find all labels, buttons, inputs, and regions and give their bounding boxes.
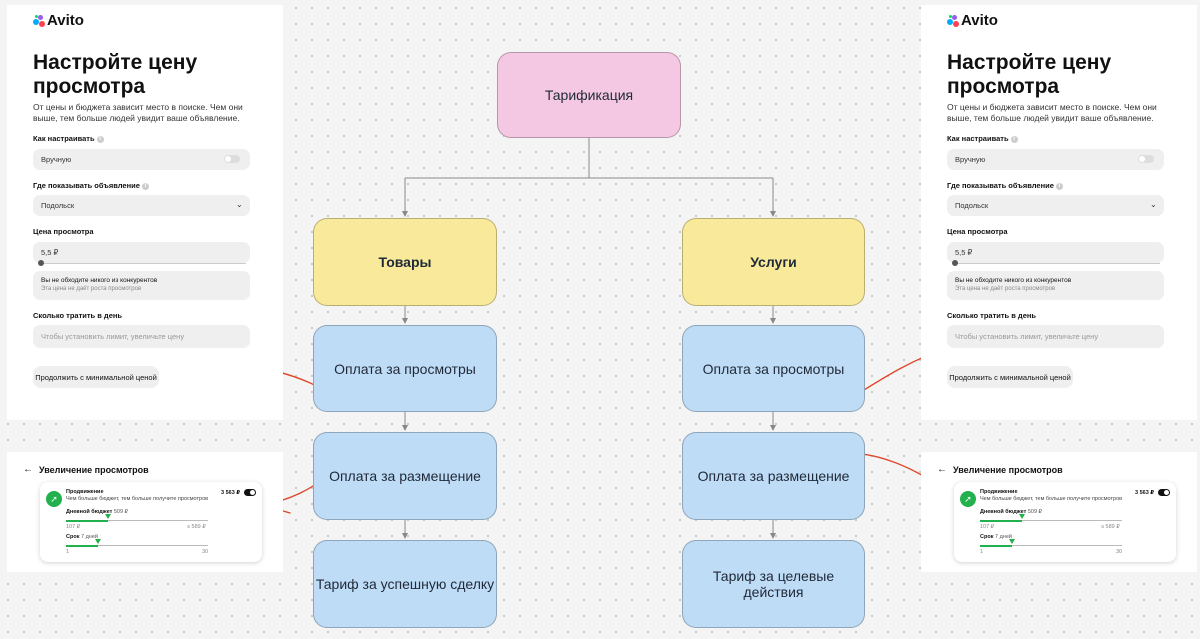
how-field[interactable]: Вручную	[33, 149, 250, 170]
spend-input[interactable]: Чтобы установить лимит, увеличьте цену	[33, 325, 250, 348]
avito-logo-icon	[33, 14, 45, 27]
budget-label: Дневной бюджет 509 ₽	[980, 509, 1043, 515]
duration-slider-knob[interactable]	[1009, 539, 1015, 544]
duration-label: Срок 7 дней	[980, 534, 1012, 540]
hint-text: Эта цена не даёт роста просмотров	[41, 286, 142, 292]
city-select[interactable]: Подольск	[33, 195, 250, 216]
budget-slider-knob[interactable]	[1019, 514, 1025, 519]
continue-button[interactable]: Продолжить с минимальной ценой	[33, 366, 159, 388]
duration-min: 1	[66, 549, 70, 555]
price-field[interactable]: 5,5 ₽	[33, 242, 250, 263]
duration-min: 1	[980, 549, 984, 555]
rocket-icon: ➚	[46, 491, 62, 507]
spend-label: Сколько тратить в день	[947, 311, 1037, 320]
arrow-left-icon[interactable]: ←	[23, 464, 33, 475]
budget-slider-fill	[980, 519, 1022, 522]
settings-panel-right: Avito Настройте цену просмотра От цены и…	[921, 5, 1197, 420]
price-slider-knob[interactable]	[38, 260, 44, 266]
price-slider-track[interactable]	[955, 263, 1160, 264]
spend-input[interactable]: Чтобы установить лимит, увеличьте цену	[947, 325, 1164, 348]
node-branch-goods: Товары	[313, 218, 497, 306]
budget-max: ≤ 589 ₽	[187, 524, 206, 530]
node-root-tariffication: Тарификация	[497, 52, 681, 138]
node-goods-deal: Тариф за успешную сделку	[313, 540, 497, 628]
duration-max: 30	[202, 549, 209, 555]
promo-panel-right: ← Увеличение просмотров ➚ Продвижение Че…	[921, 452, 1197, 572]
node-services-target-actions: Тариф за целевые действия	[682, 540, 865, 628]
promo-card-title: Продвижение	[66, 489, 104, 495]
page-subtitle: От цены и бюджета зависит место в поиске…	[947, 102, 1157, 123]
duration-label: Срок 7 дней	[66, 534, 98, 540]
duration-slider-fill	[66, 544, 98, 547]
node-services-placement: Оплата за размещение	[682, 432, 865, 520]
budget-min: 107 ₽	[980, 524, 995, 530]
page-subtitle: От цены и бюджета зависит место в поиске…	[33, 102, 243, 123]
page-title: Настройте цену просмотра	[33, 51, 198, 98]
promo-switch[interactable]	[244, 489, 256, 496]
budget-slider-fill	[66, 519, 108, 522]
promo-header: ← Увеличение просмотров	[937, 464, 1063, 475]
competition-hint: Вы не обходите никого из конкурентов Эта…	[947, 271, 1164, 300]
info-icon[interactable]: i	[1055, 182, 1063, 190]
hint-text: Эта цена не даёт роста просмотров	[955, 286, 1056, 292]
promo-amount: 3 563 ₽	[1135, 490, 1155, 496]
budget-min: 107 ₽	[66, 524, 81, 530]
avito-logo: Avito	[947, 12, 998, 29]
promo-panel-left: ← Увеличение просмотров ➚ Продвижение Че…	[7, 452, 283, 572]
competition-hint: Вы не обходите никого из конкурентов Эта…	[33, 271, 250, 300]
duration-slider-knob[interactable]	[95, 539, 101, 544]
info-icon[interactable]: i	[141, 182, 149, 190]
node-goods-views: Оплата за просмотры	[313, 325, 497, 412]
rocket-icon: ➚	[960, 491, 976, 507]
arrow-left-icon[interactable]: ←	[937, 464, 947, 475]
budget-slider-knob[interactable]	[105, 514, 111, 519]
duration-slider-fill	[980, 544, 1012, 547]
budget-max: ≤ 589 ₽	[1101, 524, 1120, 530]
duration-max: 30	[1116, 549, 1123, 555]
continue-button[interactable]: Продолжить с минимальной ценой	[947, 366, 1073, 388]
spend-label: Сколько тратить в день	[33, 311, 123, 320]
settings-panel-left: Avito Настройте цену просмотра От цены и…	[7, 5, 283, 420]
price-slider-track[interactable]	[41, 263, 246, 264]
budget-label: Дневной бюджет 509 ₽	[66, 509, 129, 515]
how-field[interactable]: Вручную	[947, 149, 1164, 170]
node-services-views: Оплата за просмотры	[682, 325, 865, 412]
hint-title: Вы не обходите никого из конкурентов	[41, 277, 158, 284]
page-title: Настройте цену просмотра	[947, 51, 1112, 98]
price-slider-knob[interactable]	[952, 260, 958, 266]
promo-card-subtitle: Чем больше бюджет, тем больше получите п…	[66, 496, 209, 502]
promo-card: ➚ Продвижение Чем больше бюджет, тем бол…	[954, 482, 1176, 562]
hint-title: Вы не обходите никого из конкурентов	[955, 277, 1072, 284]
manual-toggle[interactable]	[1138, 155, 1154, 163]
duration-slider-track[interactable]	[66, 545, 208, 546]
node-goods-placement: Оплата за размещение	[313, 432, 497, 520]
promo-amount: 3 563 ₽	[221, 490, 241, 496]
price-field[interactable]: 5,5 ₽	[947, 242, 1164, 263]
promo-switch[interactable]	[1158, 489, 1170, 496]
chevron-down-icon: ⌄	[236, 200, 243, 209]
price-label: Цена просмотра	[33, 227, 94, 236]
city-select[interactable]: Подольск	[947, 195, 1164, 216]
chevron-down-icon: ⌄	[1150, 200, 1157, 209]
price-label: Цена просмотра	[947, 227, 1008, 236]
promo-card: ➚ Продвижение Чем больше бюджет, тем бол…	[40, 482, 262, 562]
budget-slider-track[interactable]	[66, 520, 208, 521]
avito-logo-icon	[947, 14, 959, 27]
promo-card-subtitle: Чем больше бюджет, тем больше получите п…	[980, 496, 1123, 502]
budget-slider-track[interactable]	[980, 520, 1122, 521]
avito-logo: Avito	[33, 12, 84, 29]
node-branch-services: Услуги	[682, 218, 865, 306]
connector-root-to-branches	[405, 138, 773, 179]
info-icon[interactable]: i	[96, 135, 104, 143]
info-icon[interactable]: i	[1010, 135, 1018, 143]
duration-slider-track[interactable]	[980, 545, 1122, 546]
promo-card-title: Продвижение	[980, 489, 1018, 495]
manual-toggle[interactable]	[224, 155, 240, 163]
promo-header: ← Увеличение просмотров	[23, 464, 149, 475]
